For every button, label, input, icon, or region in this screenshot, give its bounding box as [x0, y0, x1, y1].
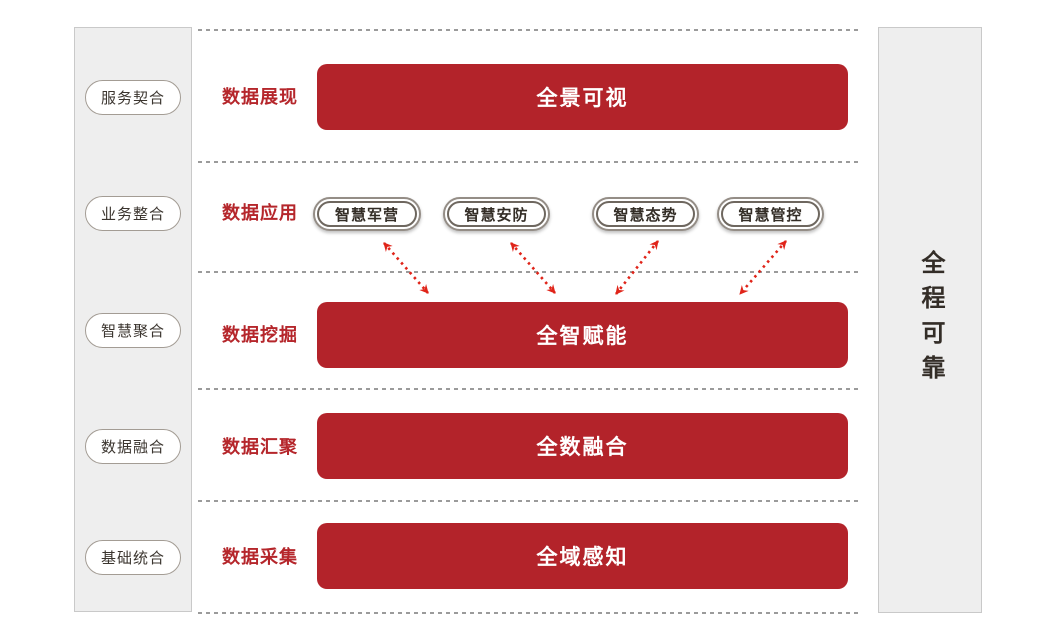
app-pill-smart-barracks: 智慧军营 — [313, 197, 421, 231]
bar-panoramic-visibility: 全景可视 — [317, 64, 848, 130]
app-pill-label: 智慧管控 — [721, 201, 820, 227]
right-rail: 全程可靠 — [878, 27, 982, 613]
left-rail-pill-business-integration: 业务整合 — [85, 196, 181, 231]
app-pill-smart-control: 智慧管控 — [717, 197, 824, 231]
left-rail: 服务契合 业务整合 智慧聚合 数据融合 基础统合 — [74, 27, 192, 612]
layer-label-data-mining: 数据挖掘 — [222, 325, 298, 345]
layer-label-data-application: 数据应用 — [222, 203, 298, 223]
layer-label-data-collection: 数据采集 — [222, 547, 298, 567]
bar-full-domain-sensing: 全域感知 — [317, 523, 848, 589]
app-pill-label: 智慧态势 — [596, 201, 695, 227]
app-pill-label: 智慧军营 — [317, 201, 417, 227]
left-rail-pill-data-fusion: 数据融合 — [85, 429, 181, 464]
row-separator — [198, 612, 862, 614]
row-separator — [198, 29, 862, 31]
layer-label-data-convergence: 数据汇聚 — [222, 437, 298, 457]
row-separator — [198, 500, 862, 502]
app-pill-label: 智慧安防 — [447, 201, 546, 227]
row-separator — [198, 161, 862, 163]
bar-full-intelligence: 全智赋能 — [317, 302, 848, 368]
double-arrow-3 — [614, 240, 660, 295]
double-arrow-2 — [510, 242, 556, 294]
row-separator — [198, 271, 862, 273]
app-pill-smart-security: 智慧安防 — [443, 197, 550, 231]
left-rail-pill-service-fit: 服务契合 — [85, 80, 181, 115]
left-rail-pill-base-unification: 基础统合 — [85, 540, 181, 575]
double-arrow-4 — [739, 240, 787, 295]
row-separator — [198, 388, 862, 390]
right-rail-vertical-label: 全程可靠 — [917, 250, 944, 390]
bar-full-data-fusion: 全数融合 — [317, 413, 848, 479]
double-arrow-1 — [383, 242, 429, 294]
left-rail-pill-smart-aggregation: 智慧聚合 — [85, 313, 181, 348]
layer-label-data-presentation: 数据展现 — [222, 87, 298, 107]
app-pill-smart-situation: 智慧态势 — [592, 197, 699, 231]
